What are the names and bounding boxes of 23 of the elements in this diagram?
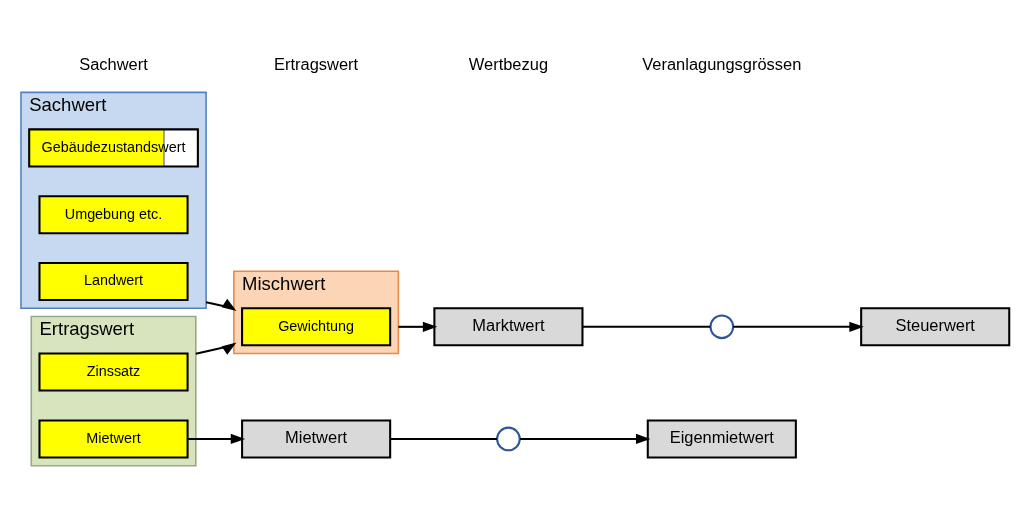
label: Ertragswert: [274, 54, 359, 73]
connector: [390, 437, 497, 440]
arrow: [195, 342, 237, 355]
node-circle: [709, 314, 735, 339]
node-circle: [496, 426, 521, 451]
node-box: Landwert: [38, 261, 189, 301]
arrow: [205, 298, 237, 311]
label: Wertbezug: [468, 54, 549, 73]
node-box: Umgebung etc.: [38, 194, 189, 234]
node-box: Mietwert: [241, 418, 392, 458]
arrow: [187, 433, 246, 444]
node-box: Zinssatz: [38, 352, 189, 392]
node-box: Steuerwert: [860, 306, 1011, 346]
node-box: Mietwert: [38, 418, 189, 458]
label: Sachwert: [79, 54, 148, 73]
arrow: [733, 321, 864, 332]
arrow: [398, 321, 438, 332]
connector: [582, 325, 711, 328]
label: Veranlagungsgrössen: [642, 54, 802, 73]
node-box: Eigenmietwert: [646, 418, 797, 458]
node-box: Marktwert: [433, 306, 584, 346]
node-box: Gewichtung: [241, 306, 392, 346]
arrow: [519, 433, 651, 444]
